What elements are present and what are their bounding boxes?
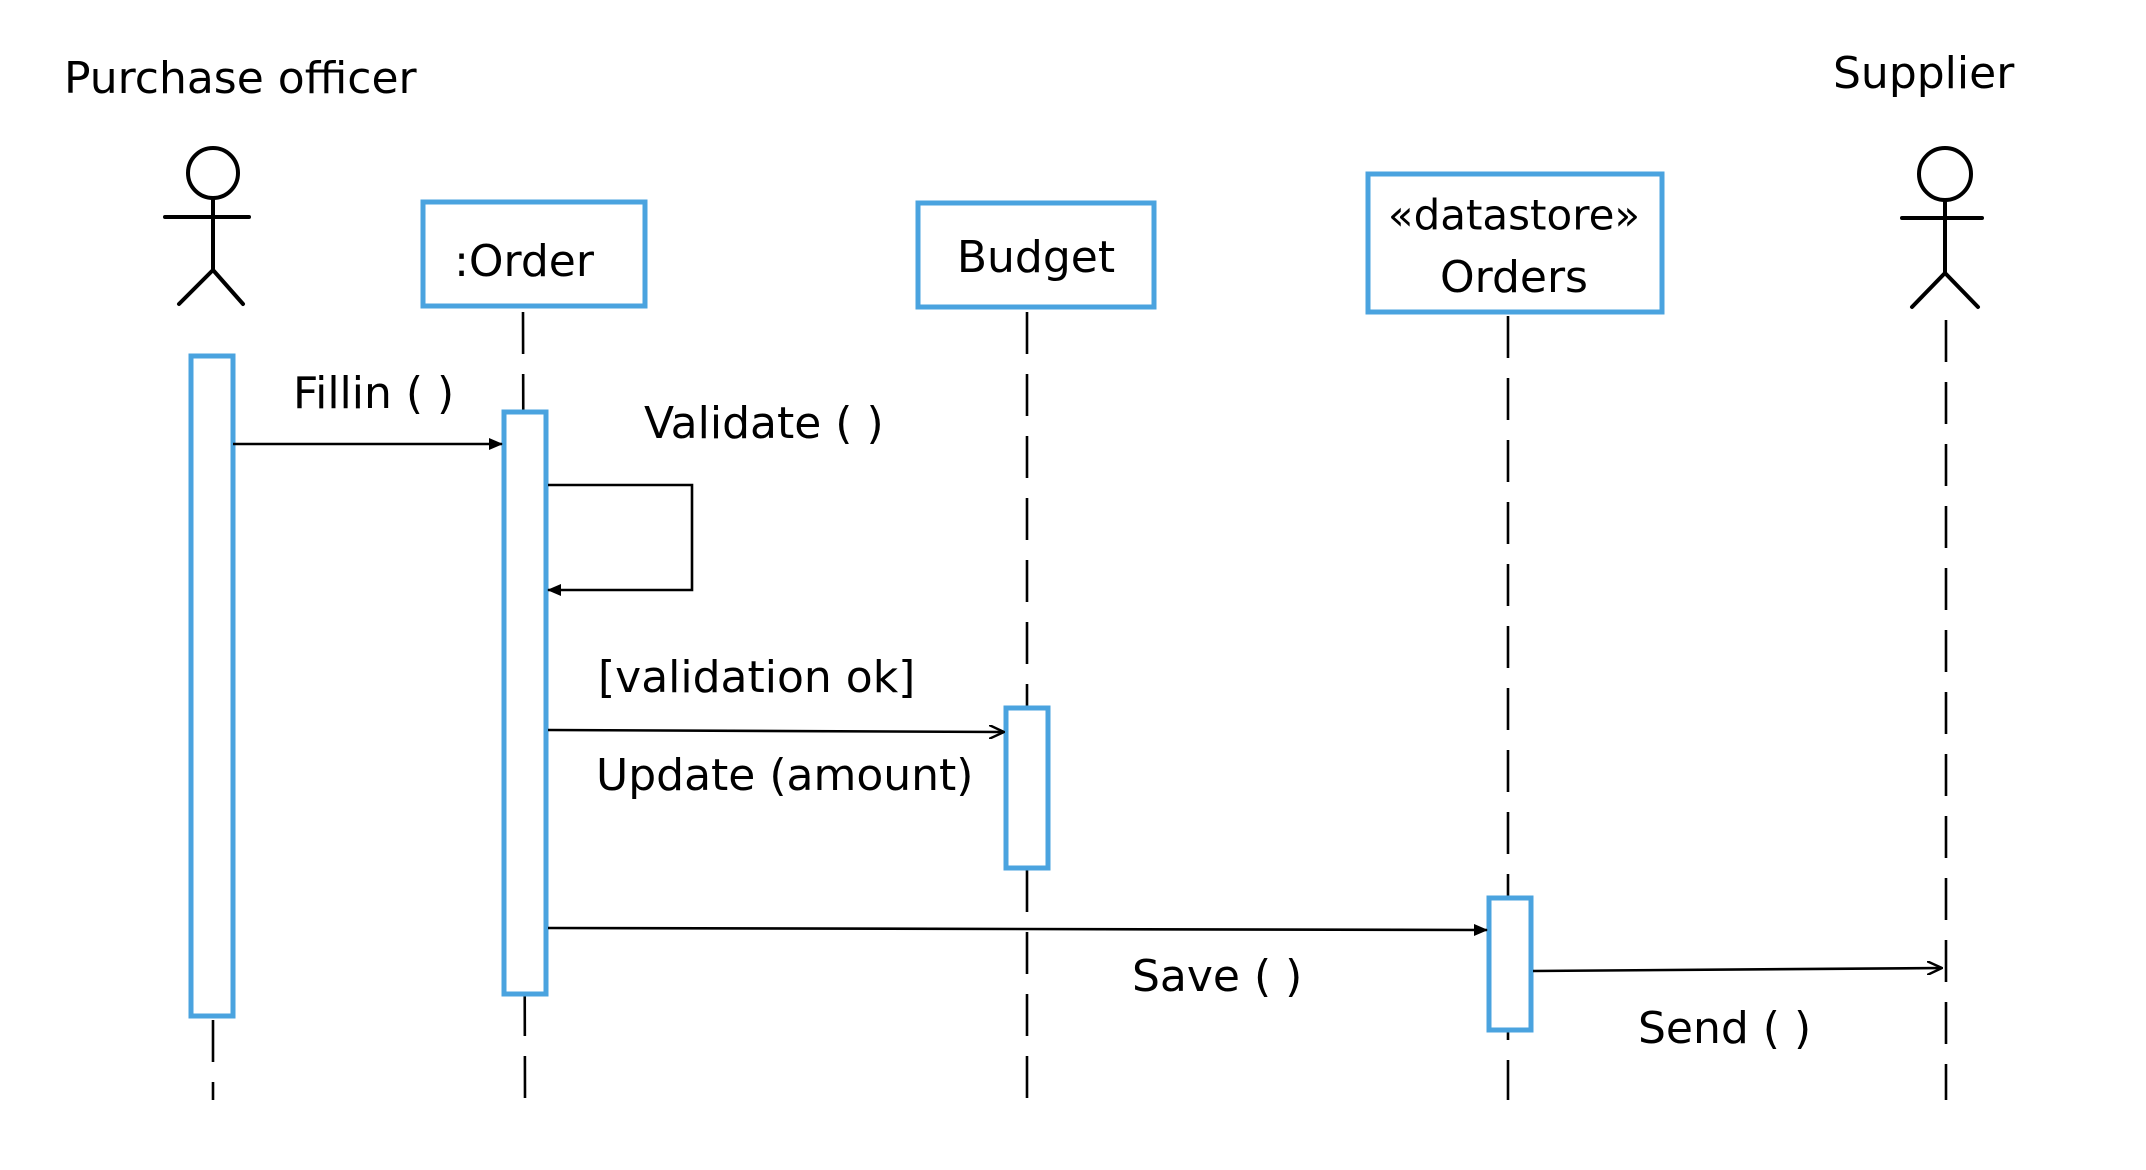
message-send-label: Send ( ) — [1638, 1003, 1811, 1054]
actor-supplier-label: Supplier — [1833, 48, 2015, 99]
message-update-label: Update (amount) — [596, 750, 973, 801]
object-budget-box — [915, 200, 1157, 310]
stick-figure-icon — [163, 146, 251, 306]
message-validate-arrow — [547, 483, 694, 596]
message-save-arrow — [547, 923, 1488, 936]
message-validate-label: Validate ( ) — [644, 398, 884, 449]
object-orders-datastore: «datastore» Orders — [1365, 171, 1665, 315]
actor-supplier: Supplier — [1833, 48, 2015, 309]
activation-order — [501, 409, 549, 997]
message-validate: Validate ( ) — [547, 398, 884, 596]
message-send: Send ( ) — [1532, 968, 1942, 1054]
message-send-arrow — [1532, 968, 1942, 971]
object-orders-stereotype: «datastore» — [1388, 191, 1640, 240]
object-orders-box — [1365, 171, 1665, 315]
object-budget-label: Budget — [957, 232, 1115, 283]
stick-figure-icon — [1900, 146, 1984, 309]
object-orders-label: Orders — [1440, 252, 1588, 303]
actor-purchase-officer: Purchase officer — [64, 53, 418, 306]
message-fillin: Fillin ( ) — [233, 368, 503, 450]
message-update-guard: [validation ok] — [598, 652, 915, 703]
object-order-box — [420, 199, 648, 309]
message-fillin-label: Fillin ( ) — [293, 368, 454, 419]
actor-purchase-officer-label: Purchase officer — [64, 53, 418, 104]
object-order: :Order — [420, 199, 648, 309]
activation-orders-datastore — [1486, 895, 1534, 1033]
object-order-label: :Order — [454, 236, 595, 287]
message-save-label: Save ( ) — [1132, 951, 1302, 1002]
activation-purchase-officer — [188, 353, 236, 1019]
message-update: [validation ok] Update (amount) — [547, 652, 1004, 801]
message-update-arrow — [547, 730, 1004, 732]
message-save: Save ( ) — [547, 923, 1488, 1002]
activation-budget — [1003, 705, 1051, 871]
object-budget: Budget — [915, 200, 1157, 310]
